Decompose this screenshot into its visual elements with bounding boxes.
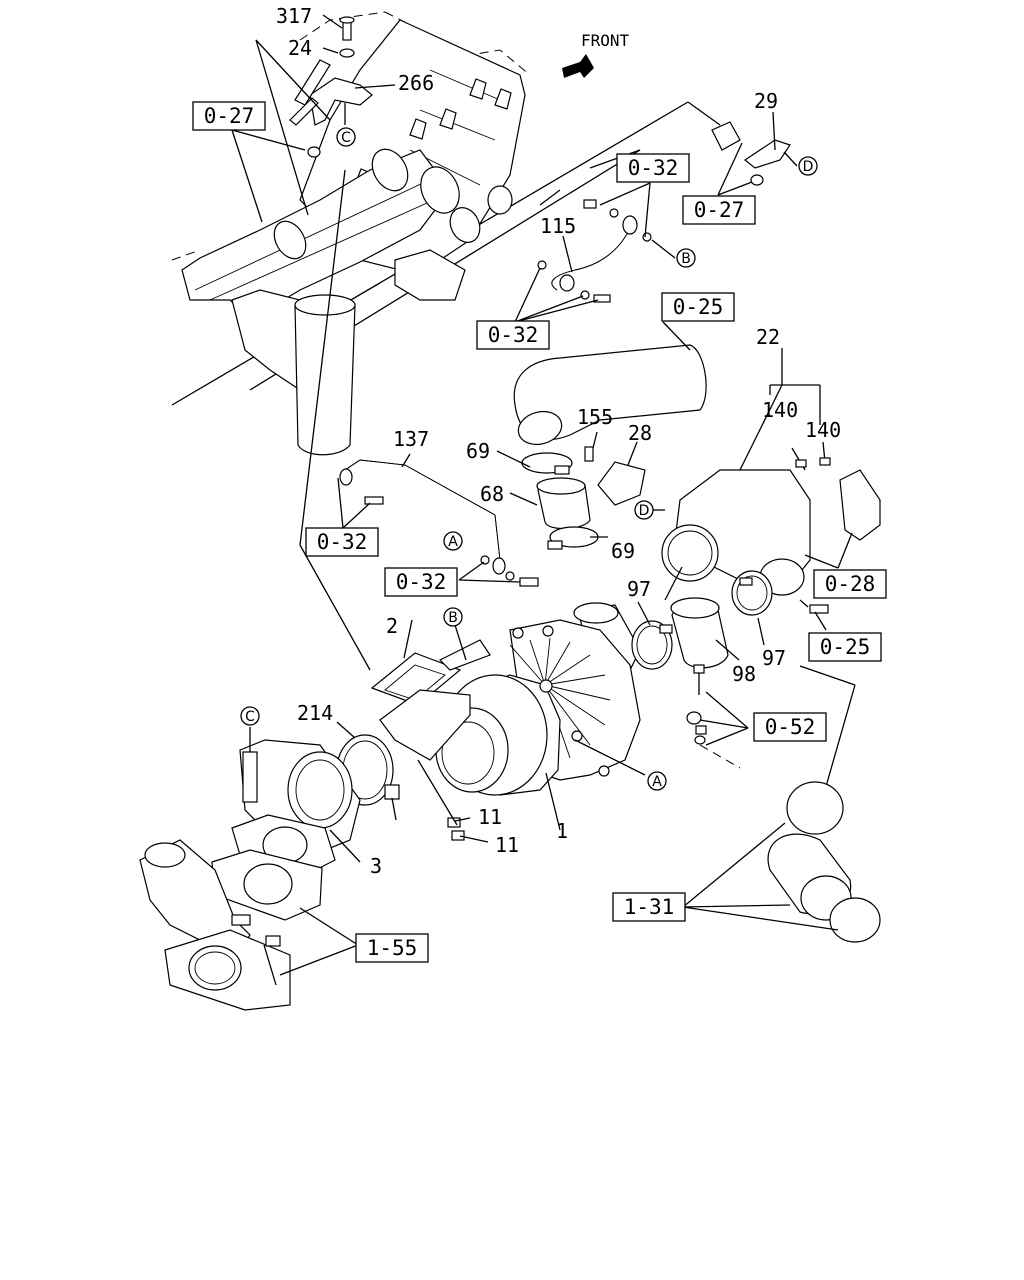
turbocharger-1-drawing [299,544,646,843]
ref-box-0-28: 0-28 [813,569,887,599]
ref-box-0-32-top-right: 0-32 [616,153,690,183]
ref-box-0-32-center: 0-32 [384,567,458,597]
ref-box-0-27-right: 0-27 [682,195,756,225]
ref-box-1-31: 1-31 [612,892,686,922]
svg-text:B: B [448,610,458,626]
part-label-24: 24 [288,36,312,60]
part-label-97-left: 97 [627,577,651,601]
hose-clamps-drawing [496,431,646,550]
intake-elbow-drawing [513,321,707,446]
exhaust-adapter-3-drawing [139,721,400,1011]
part-label-137: 137 [393,427,429,451]
bracket-266-drawing [289,16,373,126]
svg-text:0-32: 0-32 [396,570,447,594]
part-label-97-right: 97 [762,646,786,670]
svg-text:1-31: 1-31 [624,895,675,919]
svg-text:D: D [803,159,814,175]
hose-98-drawing [631,570,829,670]
svg-text:B: B [681,251,691,267]
part-label-155: 155 [577,405,613,429]
svg-text:0-28: 0-28 [825,572,876,596]
marker-a-right: A [647,771,667,791]
ref-box-0-27-top-left: 0-27 [192,101,266,131]
marker-d-top: D [798,156,818,176]
front-arrow-icon [562,54,594,78]
svg-text:0-32: 0-32 [628,156,679,180]
ref-box-1-55: 1-55 [355,933,429,963]
svg-text:1-55: 1-55 [367,936,418,960]
svg-text:0-32: 0-32 [488,323,539,347]
marker-a-left: A [443,531,463,551]
svg-text:0-27: 0-27 [204,104,255,128]
ref-box-0-32-mid: 0-32 [476,320,550,350]
exhaust-manifold-drawing [171,11,721,456]
part-label-69-top: 69 [466,439,490,463]
front-direction-label: FRONT [581,31,630,50]
svg-text:0-32: 0-32 [317,530,368,554]
svg-text:A: A [652,774,662,790]
part-label-1: 1 [556,819,568,843]
part-label-140-right: 140 [805,418,841,442]
ref-box-0-32-left: 0-32 [305,527,379,557]
part-label-68: 68 [480,482,504,506]
svg-text:0-25: 0-25 [673,295,724,319]
marker-b-top: B [676,248,696,268]
part-label-11-bottom: 11 [495,833,519,857]
marker-d-mid: D [634,500,654,520]
marker-c-top: C [336,127,356,147]
ref-box-0-25-top: 0-25 [661,292,735,322]
part-number-labels: 317 24 266 29 115 22 140 140 155 28 137 … [276,4,841,878]
svg-text:0-25: 0-25 [820,635,871,659]
bolts-0-52-drawing [686,664,749,769]
ref-box-0-52: 0-52 [753,712,827,742]
pipe-137-drawing [337,453,539,587]
part-label-2: 2 [386,614,398,638]
leader-lines-top [231,14,396,546]
circle-markers: C D B D A B A C [240,127,818,791]
svg-text:C: C [341,130,351,146]
svg-text:0-27: 0-27 [694,198,745,222]
ref-box-0-25-bottom: 0-25 [808,632,882,662]
part-label-11-top: 11 [478,805,502,829]
part-label-98: 98 [732,662,756,686]
pipe-115-drawing [514,182,676,323]
part-label-317: 317 [276,4,312,28]
bracket-29-drawing [711,111,798,196]
part-label-214: 214 [297,701,333,725]
part-label-140-left: 140 [762,398,798,422]
part-label-266: 266 [398,71,434,95]
part-label-22: 22 [756,325,780,349]
part-label-29: 29 [754,89,778,113]
svg-text:D: D [639,503,650,519]
part-label-28: 28 [628,421,652,445]
intake-adapter-1-31-drawing [682,665,881,943]
housing-22-drawing [653,348,881,601]
part-label-115: 115 [540,214,576,238]
svg-text:0-52: 0-52 [765,715,816,739]
svg-text:A: A [448,534,458,550]
part-label-3: 3 [370,854,382,878]
marker-b-mid: B [443,607,463,627]
marker-c-left: C [240,706,260,726]
svg-text:C: C [245,709,255,725]
part-label-69-bottom: 69 [611,539,635,563]
reference-boxes: 0-27 0-32 0-27 0-32 0-25 0-32 0-32 0-28 [192,101,887,963]
